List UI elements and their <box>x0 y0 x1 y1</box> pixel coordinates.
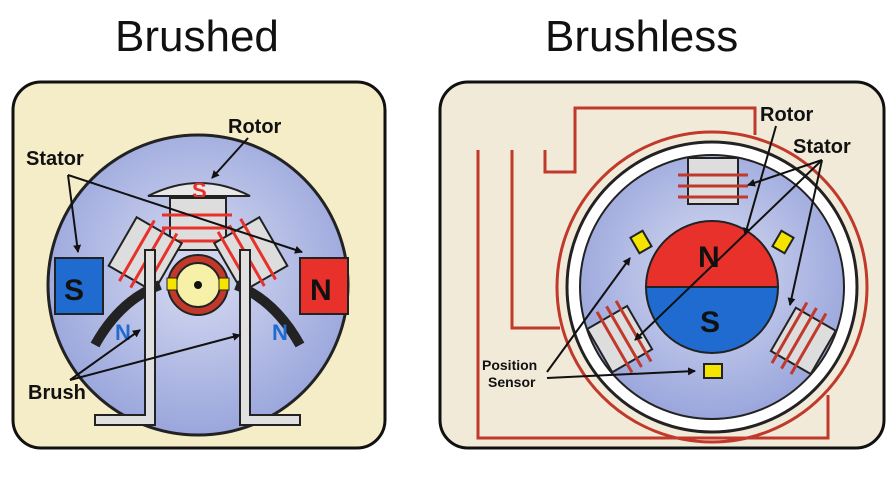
brushed-stator-arrow-right <box>67 174 303 254</box>
position-sensor-label-line2: Sensor <box>488 374 536 390</box>
position-sensor-right <box>771 229 795 255</box>
stator-magnet-s-label: S <box>64 274 84 307</box>
rotor-pole-top-label: S <box>192 178 207 203</box>
brushless-stator-arrow-right <box>787 159 823 306</box>
rotor-north <box>644 220 780 288</box>
brushed-title: Brushed <box>115 12 279 61</box>
rotor-north-label: N <box>698 241 720 274</box>
position-sensor-bottom <box>703 363 723 379</box>
stator-magnet-n <box>299 257 349 315</box>
position-sensor-label-line1: Position <box>482 357 537 373</box>
brushless-stator-arrow-top <box>747 159 823 187</box>
brushless-panel: N S Rotor Stator Position Sensor <box>438 80 886 450</box>
stator-coil-left <box>585 300 654 374</box>
wire-outer <box>476 150 830 440</box>
brushed-rotor-label: Rotor <box>228 116 282 138</box>
brushed-brush-label: Brush <box>28 382 86 404</box>
brushed-brush-arrow-right <box>69 332 241 381</box>
rotor-south-label: S <box>700 306 720 339</box>
stator-coil-right <box>769 301 838 376</box>
rotor-south <box>644 286 780 354</box>
brushless-title: Brushless <box>545 12 739 61</box>
stator-magnet-s <box>54 257 104 315</box>
brushless-rotor-label: Rotor <box>760 104 814 126</box>
wire-top <box>543 106 757 174</box>
stator-coil-top <box>678 157 748 205</box>
brushed-stator-arrow-left <box>67 174 82 253</box>
brushed-rotor-arrow <box>211 137 249 179</box>
stator-magnet-n-label: N <box>310 274 332 307</box>
rotor-shaft <box>194 281 202 289</box>
position-sensor-left <box>629 229 653 255</box>
housing-outer-ring <box>555 130 869 444</box>
commutator-segment-left <box>166 277 178 291</box>
position-sensor-arrow-left <box>546 257 631 373</box>
brush-left <box>94 249 156 426</box>
rotor-pole-cap-top <box>147 182 251 197</box>
rotor-pole-right-label: N <box>272 320 288 345</box>
position-sensor-arrow-bottom <box>546 367 696 379</box>
commutator-segment-right <box>218 277 230 291</box>
brushed-stator-label: Stator <box>26 148 84 170</box>
brushless-stator-arrow-left <box>634 159 823 341</box>
brushless-stator-label: Stator <box>793 136 851 158</box>
brushed-brush-arrow-left <box>69 329 141 381</box>
brush-right <box>239 249 301 426</box>
wire-left <box>510 150 560 330</box>
brushed-panel: S N S N N Rotor Stator <box>11 80 387 450</box>
